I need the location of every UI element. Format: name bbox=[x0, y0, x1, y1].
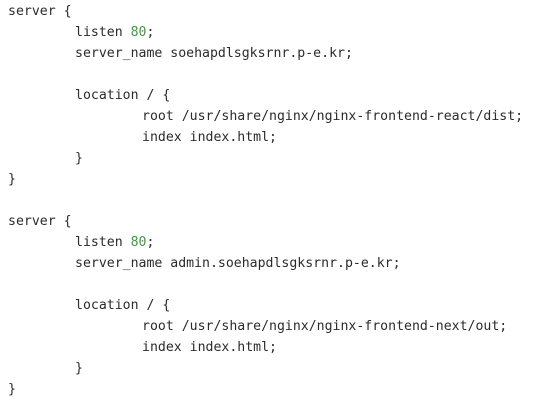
listen-terminator: ; bbox=[146, 25, 155, 40]
listen-terminator: ; bbox=[146, 235, 155, 250]
server-block-2-server-name: server_name admin.soehapdlsgksrnr.p-e.kr… bbox=[75, 256, 401, 271]
server-block-2-listen: listen 80; bbox=[8, 232, 549, 253]
server-block-1-index: index index.html; bbox=[142, 130, 277, 145]
server-block-1-server-name: server_name soehapdlsgksrnr.p-e.kr; bbox=[75, 46, 353, 61]
listen-port: 80 bbox=[130, 235, 147, 250]
blank-line bbox=[8, 190, 549, 211]
server-block-1-open: server { bbox=[8, 4, 72, 19]
listen-keyword: listen bbox=[75, 235, 123, 250]
listen-port: 80 bbox=[130, 25, 147, 40]
server-block-1-location-close: } bbox=[75, 151, 83, 166]
blank-line bbox=[8, 274, 549, 295]
server-block-2-location-open: location / { bbox=[75, 298, 171, 313]
server-block-2-root: root /usr/share/nginx/nginx-frontend-nex… bbox=[142, 319, 508, 334]
server-block-2-location-close: } bbox=[75, 361, 83, 376]
server-block-2-index: index index.html; bbox=[142, 340, 277, 355]
blank-line bbox=[8, 64, 549, 85]
server-block-1-root: root /usr/share/nginx/nginx-frontend-rea… bbox=[142, 109, 524, 124]
server-block-2-close: } bbox=[8, 382, 16, 397]
server-block-2-open: server { bbox=[8, 214, 72, 229]
server-block-1-location-open: location / { bbox=[75, 88, 171, 103]
listen-keyword: listen bbox=[75, 25, 123, 40]
server-block-1-close: } bbox=[8, 172, 16, 187]
server-block-1-listen: listen 80; bbox=[8, 22, 549, 43]
